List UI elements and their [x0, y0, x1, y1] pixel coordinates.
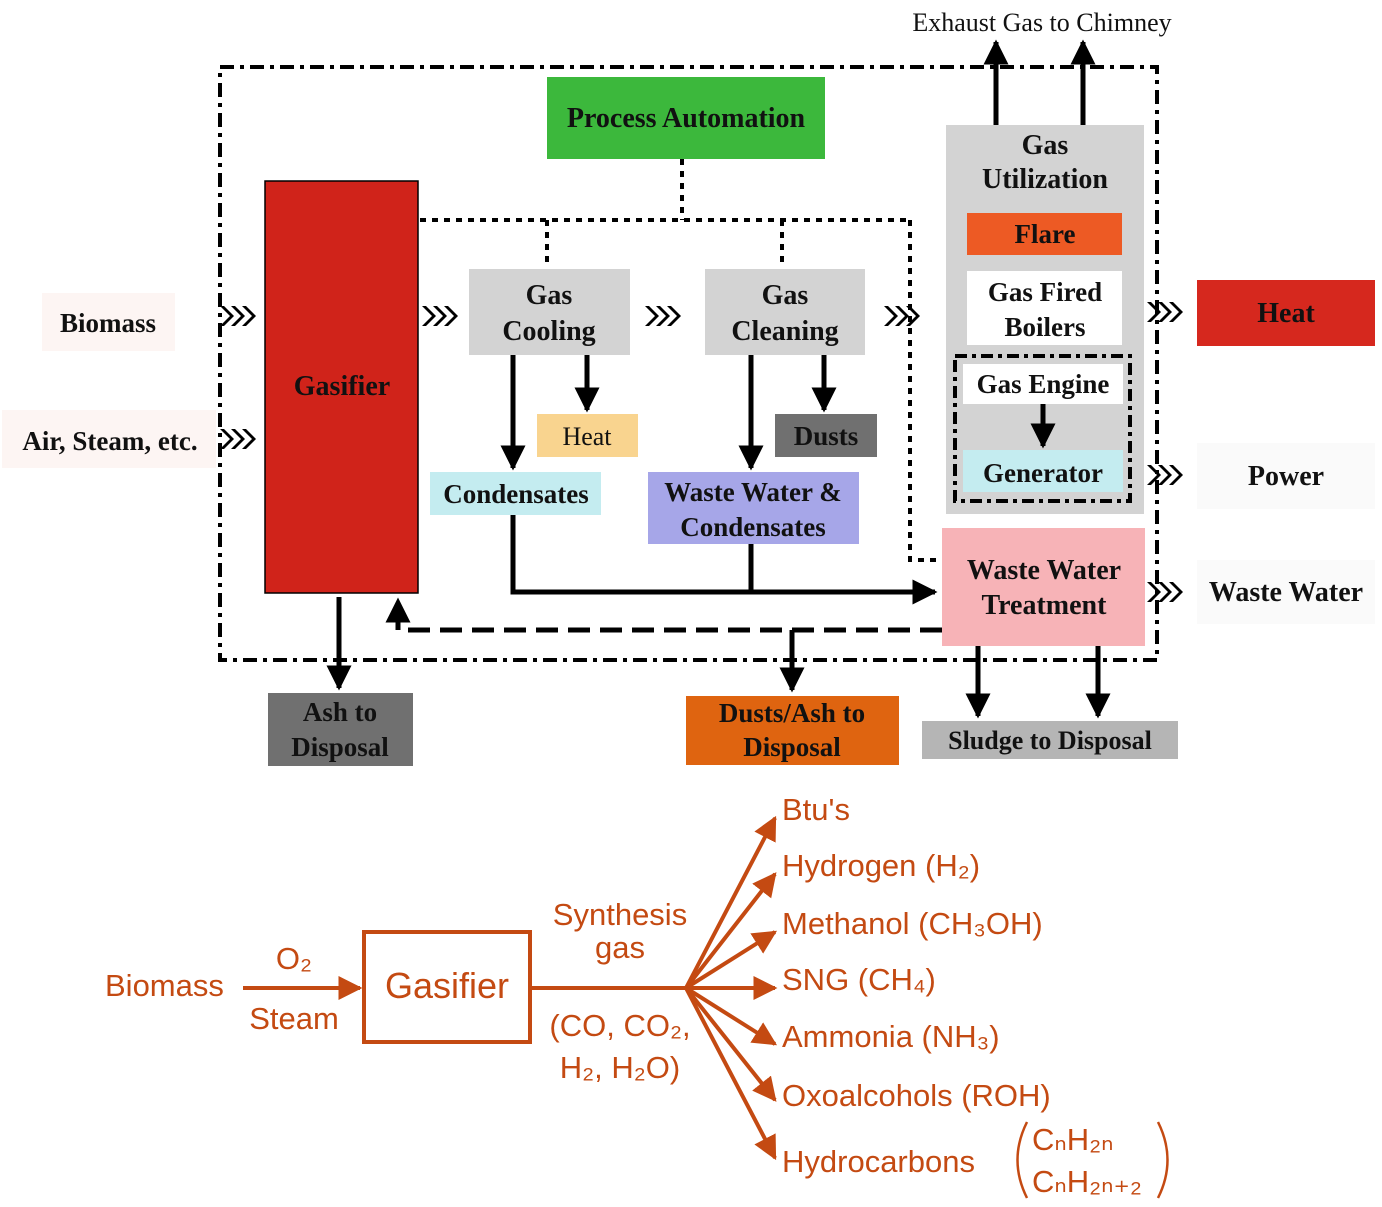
- air-steam-input-box: [2, 410, 216, 468]
- condensates-label: Condensates: [443, 479, 589, 509]
- product-hydrocarbons: Hydrocarbons: [782, 1144, 975, 1179]
- power-output-box: [1197, 443, 1375, 509]
- air-steam-input-label: Air, Steam, etc.: [22, 426, 197, 456]
- product-sng: SNG (CH₄): [782, 962, 936, 997]
- wwt-label-1: Waste Water: [967, 555, 1121, 586]
- process-automation-label: Process Automation: [567, 103, 806, 134]
- chevron-arrow-icon: [1147, 582, 1183, 602]
- system-boundary: [218, 65, 1159, 662]
- waste-water-output-box: [1197, 560, 1375, 624]
- bottom-gasifier-label: Gasifier: [385, 965, 509, 1006]
- gas-cleaning-label-2: Cleaning: [731, 316, 838, 347]
- arrow-product-methanol: [684, 930, 778, 990]
- exhaust-label: Exhaust Gas to Chimney: [912, 8, 1171, 37]
- sludge-disposal-box: [922, 721, 1178, 759]
- hydrocarbon-formula-1: CₙH₂ₙ: [1032, 1122, 1114, 1157]
- biomass-input-box: [42, 293, 175, 351]
- o2-label: O₂: [276, 941, 312, 976]
- product-oxoalcohols: Oxoalcohols (ROH): [782, 1078, 1051, 1113]
- gas-cooling-label-2: Cooling: [502, 316, 595, 347]
- product-methanol: Methanol (CH₃OH): [782, 906, 1043, 941]
- product-hydrogen: Hydrogen (H₂): [782, 848, 980, 883]
- heat-output-label: Heat: [1257, 298, 1315, 329]
- recycle-return-arrow: [385, 597, 942, 633]
- gas-cooling-label-1: Gas: [526, 280, 573, 311]
- gas-fired-boilers-label-2: Boilers: [1005, 312, 1086, 342]
- flare-box: [967, 213, 1122, 255]
- heat-small-label: Heat: [562, 422, 612, 451]
- dusts-box: [775, 414, 877, 457]
- arrow-product-hydrocarbons: [684, 987, 777, 1161]
- chevron-arrow-icon: [1147, 302, 1183, 322]
- gas-fired-boilers-label-1: Gas Fired: [988, 277, 1102, 307]
- gas-fired-boilers-box: [967, 271, 1122, 345]
- waste-water-condensates-label-2: Condensates: [680, 512, 826, 542]
- generator-box: [963, 450, 1123, 492]
- gas-cooling-box: [469, 269, 630, 355]
- gas-utilization-label-2: Utilization: [982, 164, 1108, 195]
- chevron-arrow-icon: [645, 306, 681, 326]
- gas-utilization-label-1: Gas: [1022, 130, 1069, 161]
- steam-label: Steam: [249, 1001, 339, 1036]
- product-arrows: [684, 815, 778, 1161]
- synthesis-gas-label-1: Synthesis: [553, 897, 687, 932]
- engine-generator-group: [953, 354, 1132, 503]
- composition-label-2: H₂, H₂O): [560, 1050, 681, 1085]
- process-automation-box: [547, 77, 825, 159]
- biomass-input-label: Biomass: [60, 308, 156, 338]
- bottom-biomass-label: Biomass: [105, 968, 224, 1003]
- sludge-disposal-label: Sludge to Disposal: [948, 726, 1152, 755]
- dusts-ash-disposal-label-2: Disposal: [743, 732, 841, 762]
- composition-label-1: (CO, CO₂,: [549, 1008, 690, 1043]
- gas-cleaning-box: [705, 269, 865, 355]
- product-btus: Btu's: [782, 792, 850, 827]
- gas-cleaning-label-1: Gas: [762, 280, 809, 311]
- dusts-label: Dusts: [794, 421, 859, 451]
- gasifier-label: Gasifier: [294, 371, 390, 402]
- chevron-arrow-icon: [220, 306, 256, 326]
- power-output-label: Power: [1248, 461, 1324, 492]
- waste-water-condensates-label-1: Waste Water &: [664, 477, 841, 507]
- chevron-arrow-icon: [884, 306, 920, 326]
- arrow-product-btus: [684, 815, 777, 989]
- generator-label: Generator: [983, 458, 1103, 488]
- flare-label: Flare: [1015, 219, 1076, 249]
- wwt-label-2: Treatment: [982, 590, 1108, 621]
- dusts-ash-disposal-box: [686, 696, 899, 765]
- ash-disposal-label-2: Disposal: [291, 732, 389, 762]
- hydrocarbon-formula-2: CₙH₂ₙ₊₂: [1032, 1164, 1142, 1199]
- arrow-product-hydrogen: [684, 872, 777, 990]
- control-lines: [420, 159, 942, 562]
- waste-water-output-label: Waste Water: [1209, 577, 1363, 608]
- synthesis-gas-label-2: gas: [595, 930, 645, 965]
- product-ammonia: Ammonia (NH₃): [782, 1019, 1000, 1054]
- arrow-product-oxoalcohols: [684, 986, 777, 1102]
- chevron-arrow-icon: [1147, 465, 1183, 485]
- heat-small-box: [537, 414, 638, 457]
- ash-disposal-box: [268, 693, 413, 766]
- waste-water-treatment-box: [942, 528, 1145, 646]
- heat-output-box: [1197, 280, 1375, 346]
- gas-engine-label: Gas Engine: [977, 369, 1110, 399]
- condensates-box: [430, 472, 601, 515]
- gas-engine-box: [963, 364, 1123, 404]
- chevron-arrow-icon: [422, 306, 458, 326]
- gasifier-box: [264, 180, 419, 594]
- arrow-condensates-wwt: [510, 515, 938, 605]
- right-paren-icon: [1156, 1121, 1169, 1199]
- left-paren-icon: [1016, 1121, 1029, 1199]
- dusts-ash-disposal-label-1: Dusts/Ash to: [719, 698, 865, 728]
- ash-disposal-label-1: Ash to: [303, 697, 377, 727]
- chevron-arrow-icon: [220, 429, 256, 449]
- arrow-product-ammonia: [684, 986, 778, 1046]
- waste-water-condensates-box: [648, 472, 859, 544]
